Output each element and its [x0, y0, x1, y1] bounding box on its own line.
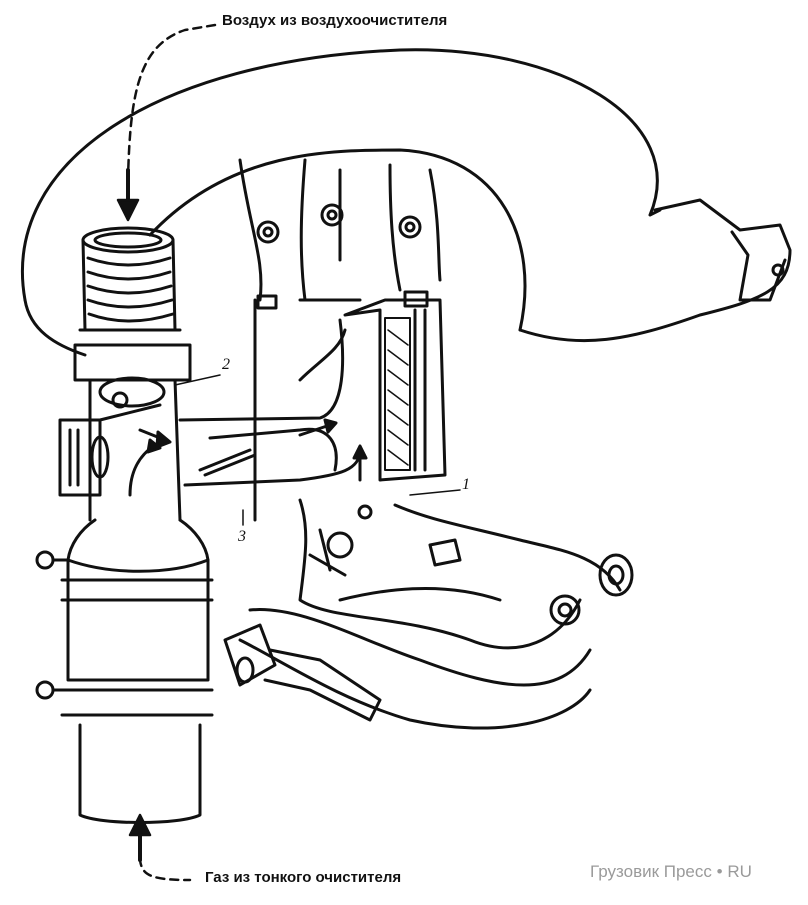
- watermark-dot: •: [716, 862, 723, 881]
- gas-fitting: [223, 623, 382, 722]
- side-cap: [58, 418, 110, 497]
- callout-3: 3: [238, 528, 246, 545]
- label-leaders: [116, 23, 217, 882]
- regulator-housing: [253, 290, 447, 522]
- callout-2: 2: [222, 356, 230, 373]
- lower-regulator: [238, 498, 634, 730]
- gas-inlet-hose: [35, 518, 214, 824]
- air-inlet-label: Воздух из воздухоочистителя: [222, 12, 448, 29]
- callout-1: 1: [462, 476, 470, 493]
- callout-leaders: [174, 374, 461, 526]
- flow-arrows: [128, 418, 368, 497]
- air-intake-duct: [21, 48, 792, 357]
- gas-inlet-label: Газ из тонкого очистителя: [205, 869, 402, 886]
- watermark-tld: RU: [727, 862, 752, 881]
- air-inlet-pipe: [73, 226, 192, 522]
- watermark: Грузовик Пресс • RU: [590, 862, 752, 882]
- mixing-channel: [178, 318, 362, 487]
- mounting-bracket: [238, 158, 442, 302]
- throttle-valve: [98, 376, 166, 422]
- watermark-brand: Грузовик Пресс: [590, 862, 712, 881]
